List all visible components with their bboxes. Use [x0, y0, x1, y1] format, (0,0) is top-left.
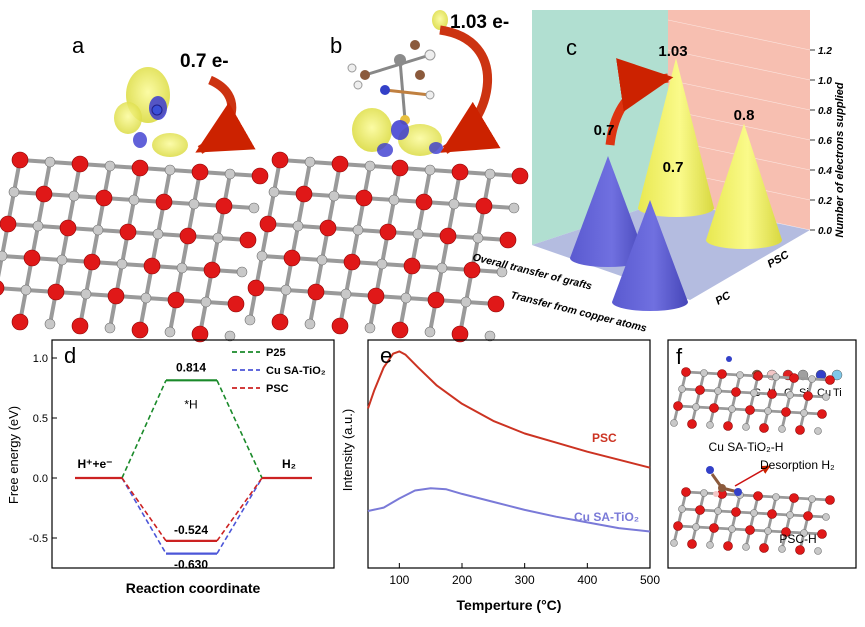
label-desorption-h2: Desorption H₂	[760, 458, 835, 472]
tio2-slab-a	[0, 151, 269, 343]
element-label: Si	[799, 387, 809, 399]
z-tick-label: 0.4	[818, 166, 832, 177]
level-value-label: -0.524	[174, 523, 208, 537]
chart-c-arrow	[605, 58, 674, 146]
connector-0	[121, 379, 167, 479]
chart-c-cones	[570, 58, 782, 311]
chart-e-xlabel: Temperture (°C)	[457, 597, 562, 613]
y-tick-label: 1.0	[33, 353, 48, 365]
desorption-arrow	[734, 465, 771, 487]
charge-label-b: 1.03 e-	[450, 12, 509, 33]
transfer-arrow-a	[195, 75, 256, 154]
cone-pc-1	[612, 200, 688, 311]
cone-psc-0	[638, 58, 714, 217]
panel-b: b 1.03 e-	[244, 10, 529, 343]
cone-pc-0	[570, 156, 646, 267]
panel-f-frame	[667, 339, 857, 569]
chart-d-legend: P25 Cu SA-TiO₂ PSC	[232, 347, 326, 395]
charge-density-isosurface-a	[114, 67, 188, 157]
legend-label: Cu SA-TiO₂	[266, 365, 326, 377]
chart-e-series-label-1: Cu SA-TiO₂	[574, 510, 639, 524]
element-dot	[831, 369, 843, 381]
x-tick-label: 200	[452, 573, 472, 587]
panel-letter-d: d	[64, 343, 76, 368]
psc-h-structure	[670, 487, 835, 555]
cone-psc-1	[706, 123, 782, 249]
connector-1	[121, 477, 167, 555]
cone-value-label: 0.7	[594, 122, 615, 139]
y-tick-label: -0.5	[29, 533, 48, 545]
z-gridline	[667, 49, 811, 81]
chart-d-y-ticks: -0.5 0.0 0.5 1.0	[29, 353, 57, 545]
charge-label-a: 0.7 e-	[180, 51, 229, 72]
chart-d-labels: 0.814 -0.524 -0.630 H⁺+e⁻ *H H₂	[77, 360, 296, 571]
chart-e-series	[367, 350, 651, 533]
chart-d-series	[75, 379, 312, 555]
chart-e-x-ticks: 100 200 300 400 500	[389, 563, 660, 587]
z-gridline	[667, 19, 811, 51]
chart-e-frame	[367, 339, 651, 569]
level-value-label: 0.814	[176, 360, 206, 374]
y-tick-label: 0.5	[33, 413, 48, 425]
chart-d-xlabel: Reaction coordinate	[126, 580, 261, 596]
state-label: *H	[184, 397, 197, 411]
panel-a: a 0.7 e-	[0, 33, 269, 343]
chart-c-series-axis-0: PC	[714, 289, 734, 308]
transfer-arrow-b	[439, 25, 501, 154]
cone-value-label: 0.7	[663, 159, 684, 176]
label-cu-sa-tio2-h: Cu SA-TiO₂-H	[709, 440, 784, 454]
label-psc-h: PSC-H	[779, 532, 816, 546]
cone-value-label: 1.03	[658, 43, 687, 60]
panel-letter-e: e	[380, 343, 392, 368]
element-label: Ti	[833, 387, 842, 399]
charge-density-isosurface-b	[352, 10, 448, 157]
chart-d-ylabel: Free energy (eV)	[6, 406, 21, 504]
z-gridline	[667, 79, 811, 111]
level-value-label: -0.630	[174, 558, 208, 572]
cone-value-label: 0.8	[734, 107, 755, 124]
chart-e-ylabel: Intensity (a.u.)	[340, 409, 355, 491]
chart-c-value-labels: 0.7 0.7 1.03 0.8	[594, 43, 755, 176]
panel-letter-f: f	[676, 344, 683, 369]
z-gridline	[667, 109, 811, 141]
psc-graft-molecule	[706, 466, 742, 497]
legend-label: PSC	[266, 383, 289, 395]
tio2-slab-b	[244, 151, 529, 343]
connector-0	[216, 379, 263, 479]
z-tick-label: 0.2	[818, 196, 832, 207]
z-tick-label: 0.0	[818, 226, 832, 237]
panel-e: 100 200 300 400 500 PSC Cu SA-TiO₂ Intensity…	[340, 339, 660, 613]
z-tick-label: 0.8	[818, 106, 832, 117]
connector-2	[121, 477, 167, 542]
z-tick-label: 1.0	[818, 76, 832, 87]
x-tick-label: 100	[389, 573, 409, 587]
connector-1	[216, 477, 263, 555]
panel-d: -0.5 0.0 0.5 1.0 P25 Cu SA-TiO₂ PSC 0.814 -0.5…	[6, 339, 335, 596]
state-label: H⁺+e⁻	[77, 457, 112, 471]
y-tick-label: 0.0	[33, 473, 48, 485]
chart-c-zlabel: Number of electrons supplied	[834, 82, 846, 238]
legend-label: P25	[266, 347, 286, 359]
chart-c-z-ticks: 0.0 0.2 0.4 0.6 0.8 1.0 1.2	[810, 46, 832, 237]
chart-e-series-label-0: PSC	[592, 431, 617, 445]
adsorbed-h-atom	[726, 356, 732, 362]
x-tick-label: 400	[577, 573, 597, 587]
panel-letter-b: b	[330, 33, 342, 58]
panel-f: CHOSiCuTi Cu SA-TiO₂-H Desorption H₂ PSC…	[667, 339, 857, 569]
chart-d-frame	[51, 339, 335, 569]
state-label: H₂	[282, 457, 296, 471]
cu-sa-tio2-h-structure	[670, 367, 835, 435]
series-line-0	[367, 350, 651, 469]
z-tick-label: 1.2	[818, 46, 832, 57]
panel-letter-a: a	[72, 33, 85, 58]
panel-c: 0.7 0.7 1.03 0.8 0.0 0.2 0.4 0.6 0.8 1.0 1.2 Numb…	[471, 10, 846, 335]
panel-letter-c: c	[566, 35, 577, 60]
connector-2	[216, 477, 263, 542]
z-tick-label: 0.6	[818, 136, 832, 147]
series-line-1	[367, 487, 651, 533]
x-tick-label: 300	[515, 573, 535, 587]
x-tick-label: 500	[640, 573, 660, 587]
